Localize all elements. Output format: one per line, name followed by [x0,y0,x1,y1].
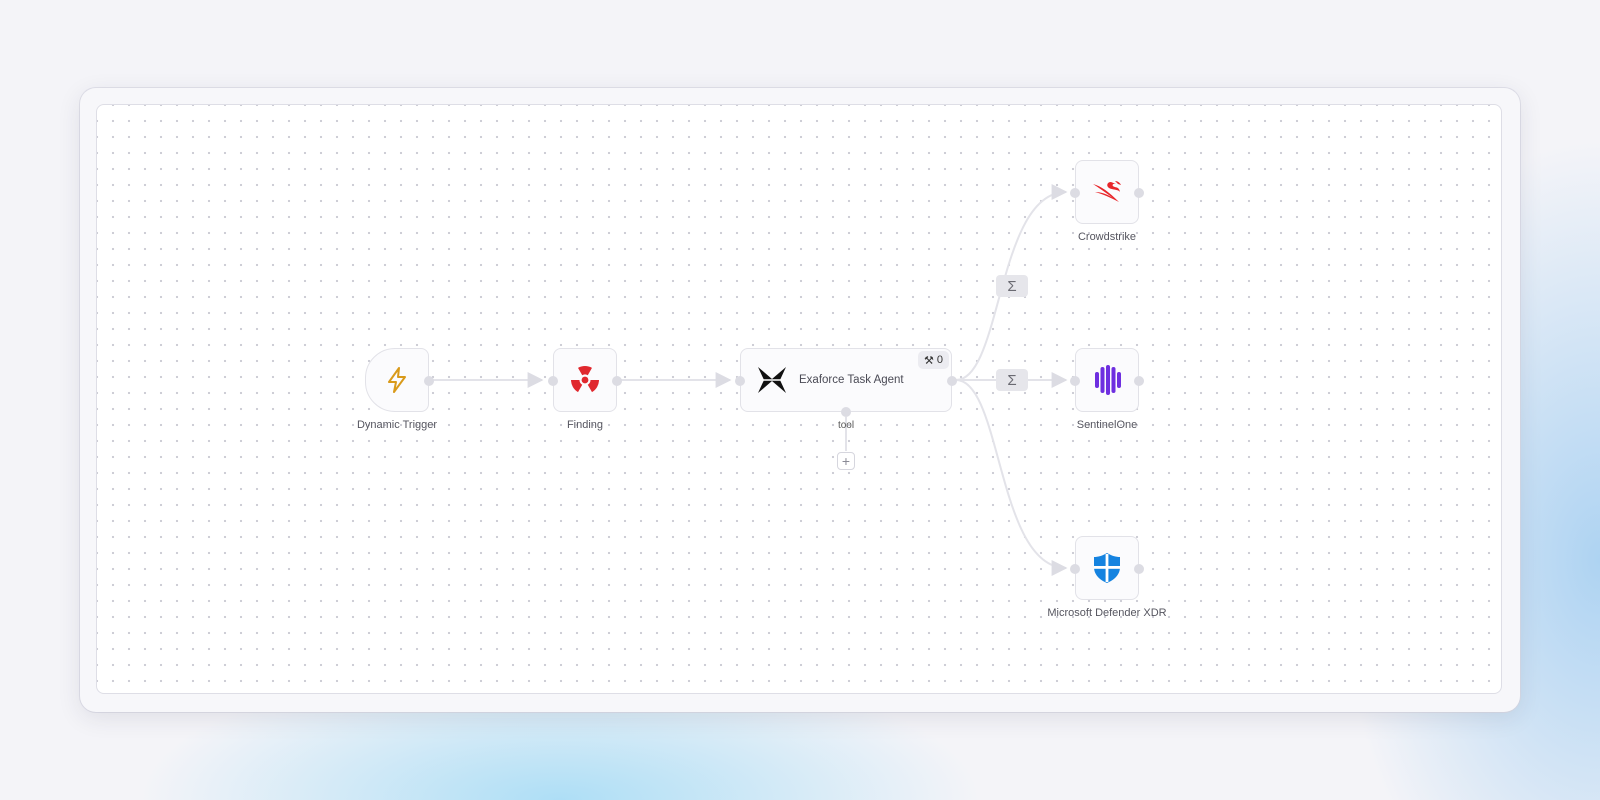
output-handle[interactable] [424,376,434,386]
node-label-dynamic-trigger: Dynamic Trigger [356,419,438,431]
sigma-icon: Σ [1007,371,1017,389]
agent-title: Exaforce Task Agent [799,374,904,386]
input-handle[interactable] [1070,188,1080,198]
node-exaforce-task-agent[interactable]: Exaforce Task Agent ⚒ 0 [735,348,957,417]
lightning-bolt-icon [388,367,406,393]
output-handle[interactable] [947,376,957,386]
radiation-icon [571,366,599,393]
plus-icon: + [841,453,851,469]
node-microsoft-defender-xdr[interactable] [1070,536,1144,600]
input-handle[interactable] [548,376,558,386]
tool-label: tool [837,420,855,431]
input-handle[interactable] [1070,376,1080,386]
node-crowdstrike[interactable] [1070,160,1144,224]
output-handle[interactable] [612,376,622,386]
crowdstrike-logo-icon [1093,181,1121,202]
sigma-icon: Σ [1007,277,1017,295]
tool-count: 0 [936,354,943,366]
sentinelone-logo-icon [1095,365,1121,395]
exaforce-logo-icon [758,367,786,393]
workflow-frame: Dynamic Trigger Finding Exaforce Task Ag… [80,88,1520,712]
output-handle[interactable] [1134,188,1144,198]
tool-count-badge: ⚒ 0 [918,351,949,369]
aggregate-badge-sentinelone[interactable]: Σ [996,369,1028,391]
node-label-finding: Finding [566,419,604,431]
add-tool-button[interactable]: + [837,452,855,470]
hammer-wrench-icon: ⚒ [924,354,934,367]
workflow-canvas[interactable]: Dynamic Trigger Finding Exaforce Task Ag… [96,104,1502,694]
microsoft-defender-shield-icon [1094,553,1120,583]
node-finding[interactable] [548,348,622,412]
aggregate-badge-crowdstrike[interactable]: Σ [996,275,1028,297]
edge-agent-to-defender[interactable] [955,379,1068,576]
node-dynamic-trigger[interactable] [365,348,434,412]
input-handle[interactable] [1070,564,1080,574]
output-handle[interactable] [1134,376,1144,386]
output-handle[interactable] [1134,564,1144,574]
node-label-sentinelone: SentinelOne [1076,419,1138,431]
node-label-microsoft-defender-xdr: Microsoft Defender XDR [1047,607,1167,619]
tool-handle[interactable] [841,407,851,417]
node-sentinelone[interactable] [1070,348,1144,412]
node-label-crowdstrike: Crowdstrike [1077,231,1137,243]
input-handle[interactable] [735,376,745,386]
